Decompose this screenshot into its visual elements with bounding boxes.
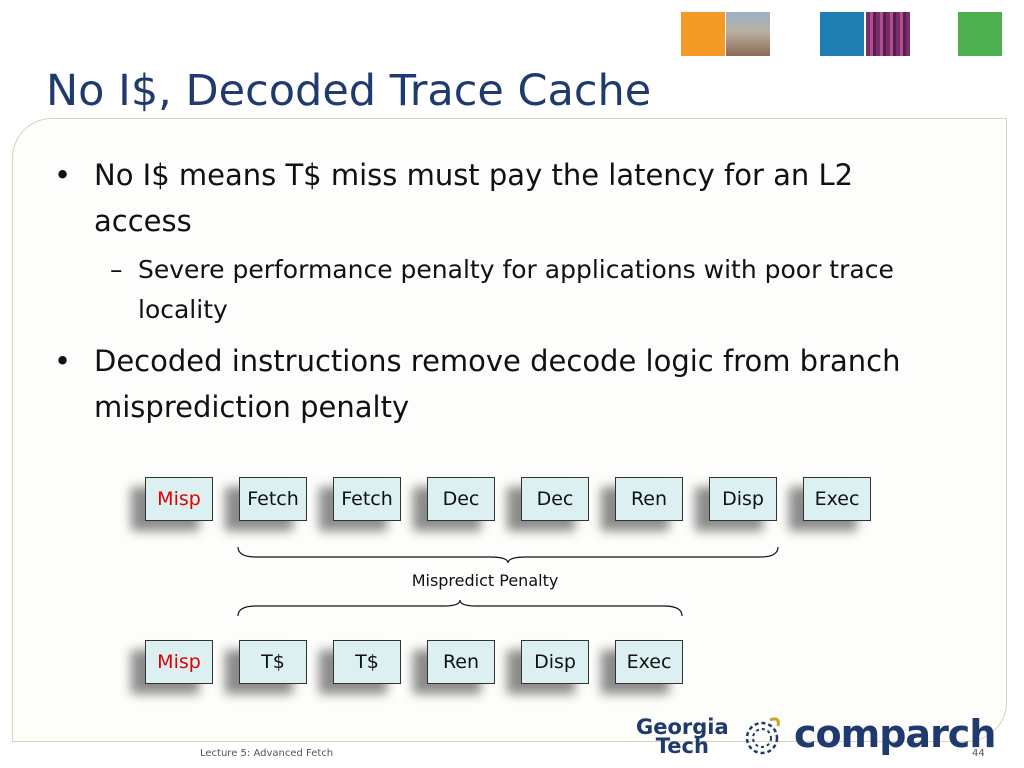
bullet-glyph: • — [54, 344, 72, 378]
stage-fetch: Fetch — [239, 477, 307, 521]
dash-glyph: – — [110, 255, 123, 284]
footer-lecture: Lecture 5: Advanced Fetch — [200, 748, 334, 759]
page-number: 44 — [972, 748, 985, 759]
stage-disp: Disp — [709, 477, 777, 521]
stage-ren: Ren — [427, 640, 495, 684]
stage-trace-cache: T$ — [333, 640, 401, 684]
comparch-logo: comparch — [794, 712, 996, 756]
penalty-brace-top — [237, 546, 779, 564]
bullet-glyph: • — [54, 158, 72, 192]
bullet-text: Decoded instructions remove decode logic… — [94, 344, 901, 424]
bullet-list: • No I$ means T$ miss must pay the laten… — [52, 152, 952, 436]
bullet-item: • Decoded instructions remove decode log… — [52, 338, 952, 430]
deco-orange-square — [681, 12, 725, 56]
stage-trace-cache: T$ — [239, 640, 307, 684]
stage-disp: Disp — [521, 640, 589, 684]
georgia-tech-logo-line2: Tech — [655, 734, 709, 758]
stage-fetch: Fetch — [333, 477, 401, 521]
stage-exec: Exec — [803, 477, 871, 521]
penalty-brace-bottom — [237, 599, 683, 617]
stage-ren: Ren — [615, 477, 683, 521]
penalty-label: Mispredict Penalty — [411, 571, 559, 590]
comparch-swirl-icon — [745, 717, 780, 755]
bullet-text: No I$ means T$ miss must pay the latency… — [94, 158, 854, 238]
deco-photo-chip — [866, 12, 910, 56]
stage-dec: Dec — [521, 477, 589, 521]
stage-misp: Misp — [145, 477, 213, 521]
sub-bullet-text: Severe performance penalty for applicati… — [138, 255, 894, 324]
deco-green-square — [958, 12, 1002, 56]
sub-bullet-item: – Severe performance penalty for applica… — [52, 250, 952, 330]
georgia-tech-logo: Georgia Tech — [636, 715, 729, 758]
deco-blue-square — [820, 12, 864, 56]
georgia-tech-logo-line1: Georgia — [636, 715, 729, 739]
stage-exec: Exec — [615, 640, 683, 684]
content-frame — [12, 118, 1007, 742]
bullet-item: • No I$ means T$ miss must pay the laten… — [52, 152, 952, 244]
slide-title: No I$, Decoded Trace Cache — [46, 66, 652, 116]
stage-misp: Misp — [145, 640, 213, 684]
deco-photo-campus — [726, 12, 770, 56]
stage-dec: Dec — [427, 477, 495, 521]
